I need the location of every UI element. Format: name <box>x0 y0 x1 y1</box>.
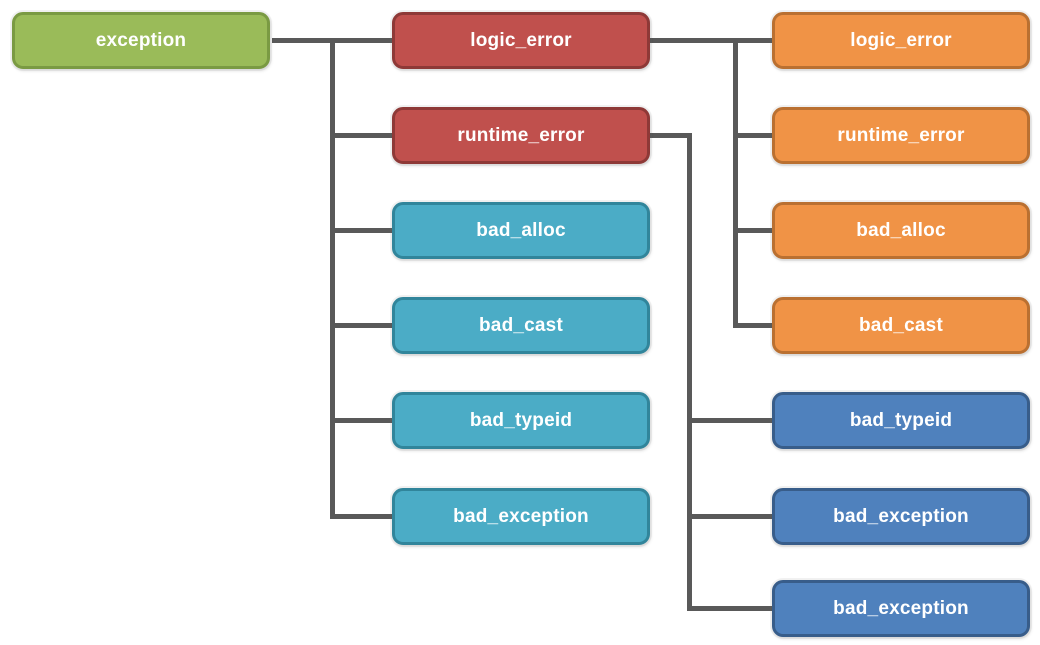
connector-logic-to-bad-alloc-right <box>733 228 772 233</box>
node-bad-typeid-right: bad_typeid <box>772 392 1030 449</box>
node-logic-error-mid: logic_error <box>392 12 650 69</box>
node-bad-cast-mid: bad_cast <box>392 297 650 354</box>
node-bad-cast-right: bad_cast <box>772 297 1030 354</box>
connector-logic-to-runtime-right <box>733 133 772 138</box>
node-bad-alloc-right: bad_alloc <box>772 202 1030 259</box>
node-runtime-error-mid: runtime_error <box>392 107 650 164</box>
node-bad-exception-mid: bad_exception <box>392 488 650 545</box>
node-exception: exception <box>12 12 270 69</box>
connector-logic-to-logic-right <box>650 38 772 43</box>
connector-root-to-bad-alloc <box>330 228 392 233</box>
connector-root-to-bad-cast <box>330 323 392 328</box>
connector-runtime-to-bad-exception <box>687 514 772 519</box>
connector-runtime-trunk <box>687 133 692 611</box>
connector-runtime-to-bad-typeid <box>687 418 772 423</box>
connector-root-to-runtime-error <box>330 133 392 138</box>
node-bad-exception-right: bad_exception <box>772 488 1030 545</box>
connector-runtime-to-bad-exception-2 <box>687 606 772 611</box>
node-bad-typeid-mid: bad_typeid <box>392 392 650 449</box>
node-bad-exception-right-2: bad_exception <box>772 580 1030 637</box>
connector-logic-to-bad-cast-right <box>733 323 772 328</box>
connector-root-to-bad-exception <box>330 514 392 519</box>
connector-root-trunk <box>330 38 335 519</box>
node-bad-alloc-mid: bad_alloc <box>392 202 650 259</box>
node-logic-error-right: logic_error <box>772 12 1030 69</box>
connector-runtime-out <box>650 133 692 138</box>
connector-logic-trunk <box>733 38 738 328</box>
connector-root-to-bad-typeid <box>330 418 392 423</box>
node-runtime-error-right: runtime_error <box>772 107 1030 164</box>
